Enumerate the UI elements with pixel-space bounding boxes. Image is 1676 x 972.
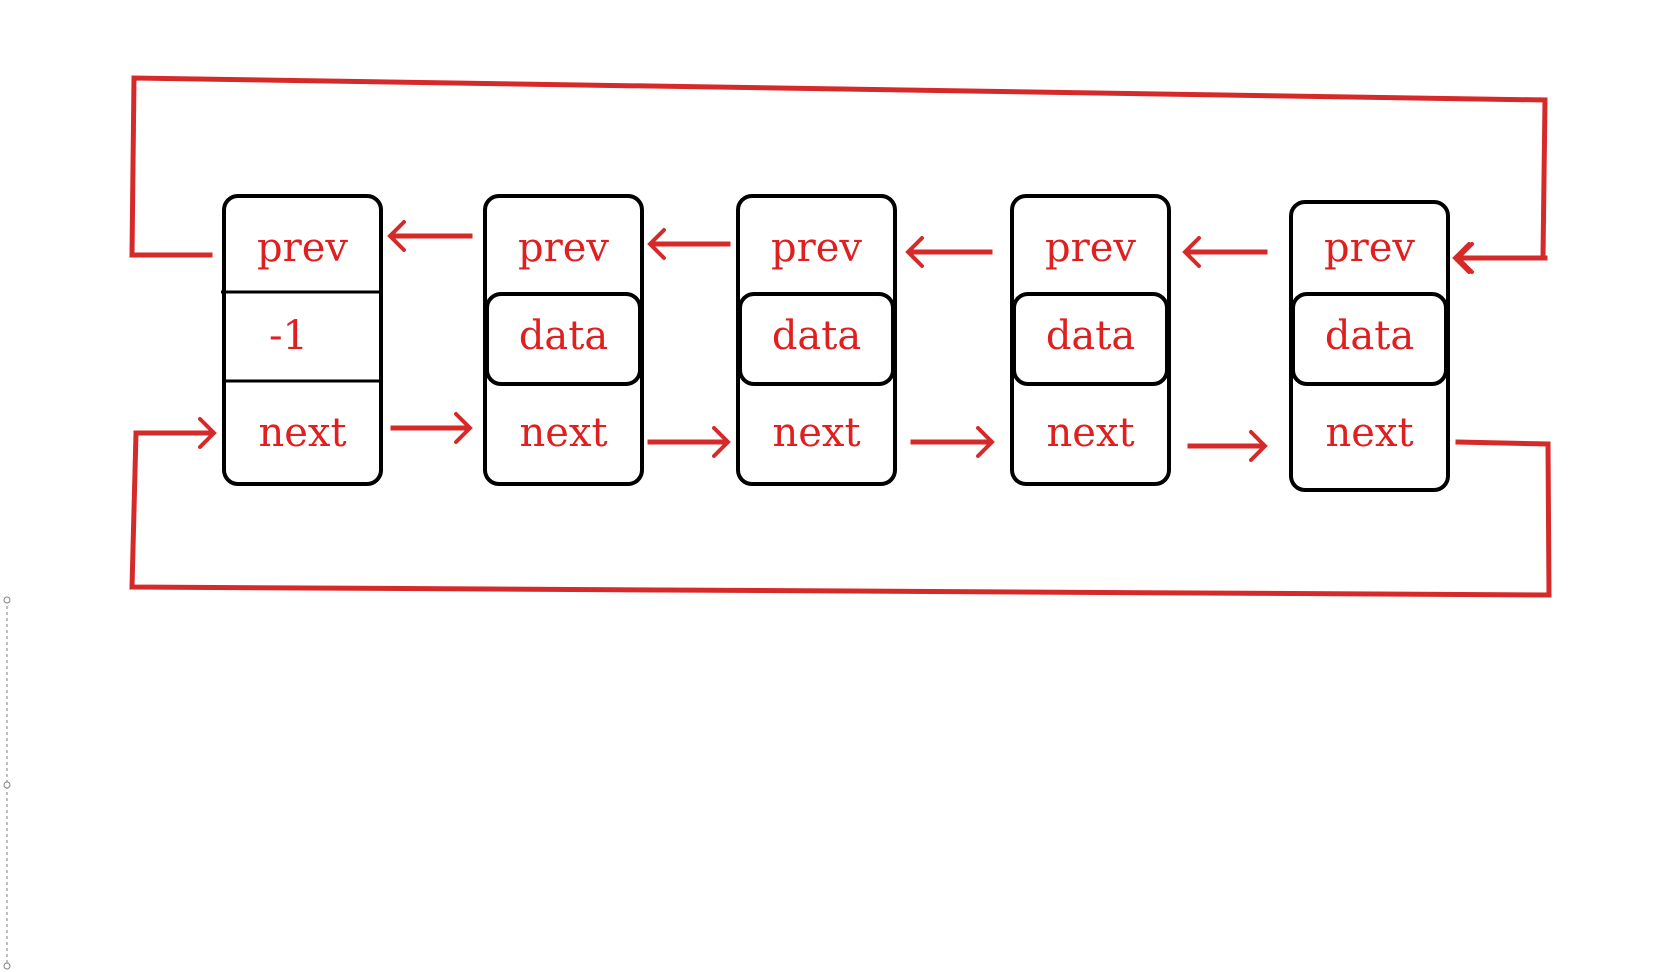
list-node: prev -1 next <box>221 194 383 486</box>
list-node: prev data next <box>1289 200 1450 492</box>
next-pointer-arrow <box>1187 430 1268 462</box>
ruler-handle-mid[interactable] <box>3 781 11 789</box>
list-node: prev data next <box>1010 194 1171 486</box>
node-prev-label: prev <box>518 225 609 271</box>
data-field-box <box>485 292 642 386</box>
node-next-label: next <box>1325 410 1413 456</box>
node-prev-label: prev <box>1045 225 1136 271</box>
node-data-label: data <box>1325 313 1414 359</box>
node-next-label: next <box>1046 410 1134 456</box>
next-pointer-arrow <box>910 426 995 458</box>
next-pointer-arrow <box>133 417 217 449</box>
node-prev-label: prev <box>771 225 862 271</box>
prev-pointer-arrow <box>1455 242 1548 274</box>
list-node: prev data next <box>736 194 897 486</box>
prev-pointer-arrow <box>1182 236 1268 268</box>
node-next-label: next <box>258 410 346 456</box>
next-pointer-arrow <box>390 412 473 444</box>
node-data-label: data <box>519 313 608 359</box>
next-pointer-arrow <box>647 426 731 458</box>
prev-pointer-arrow <box>387 220 473 252</box>
node-prev-label: prev <box>257 225 348 271</box>
prev-pointer-arrow <box>647 228 731 260</box>
ruler-handle-bottom[interactable] <box>3 962 11 970</box>
node-box <box>222 194 383 486</box>
list-node: prev data next <box>483 194 644 486</box>
node-next-label: next <box>772 410 860 456</box>
node-data-label: data <box>772 313 861 359</box>
data-field-box <box>738 292 895 386</box>
prev-pointer-arrow <box>905 236 993 268</box>
data-field-box <box>1012 292 1169 386</box>
node-data-label: data <box>1046 313 1135 359</box>
node-prev-label: prev <box>1324 225 1415 271</box>
data-field-box <box>1291 292 1448 386</box>
node-next-label: next <box>519 410 607 456</box>
ruler-handle-top[interactable] <box>3 596 11 604</box>
node-data-label: -1 <box>269 313 308 359</box>
